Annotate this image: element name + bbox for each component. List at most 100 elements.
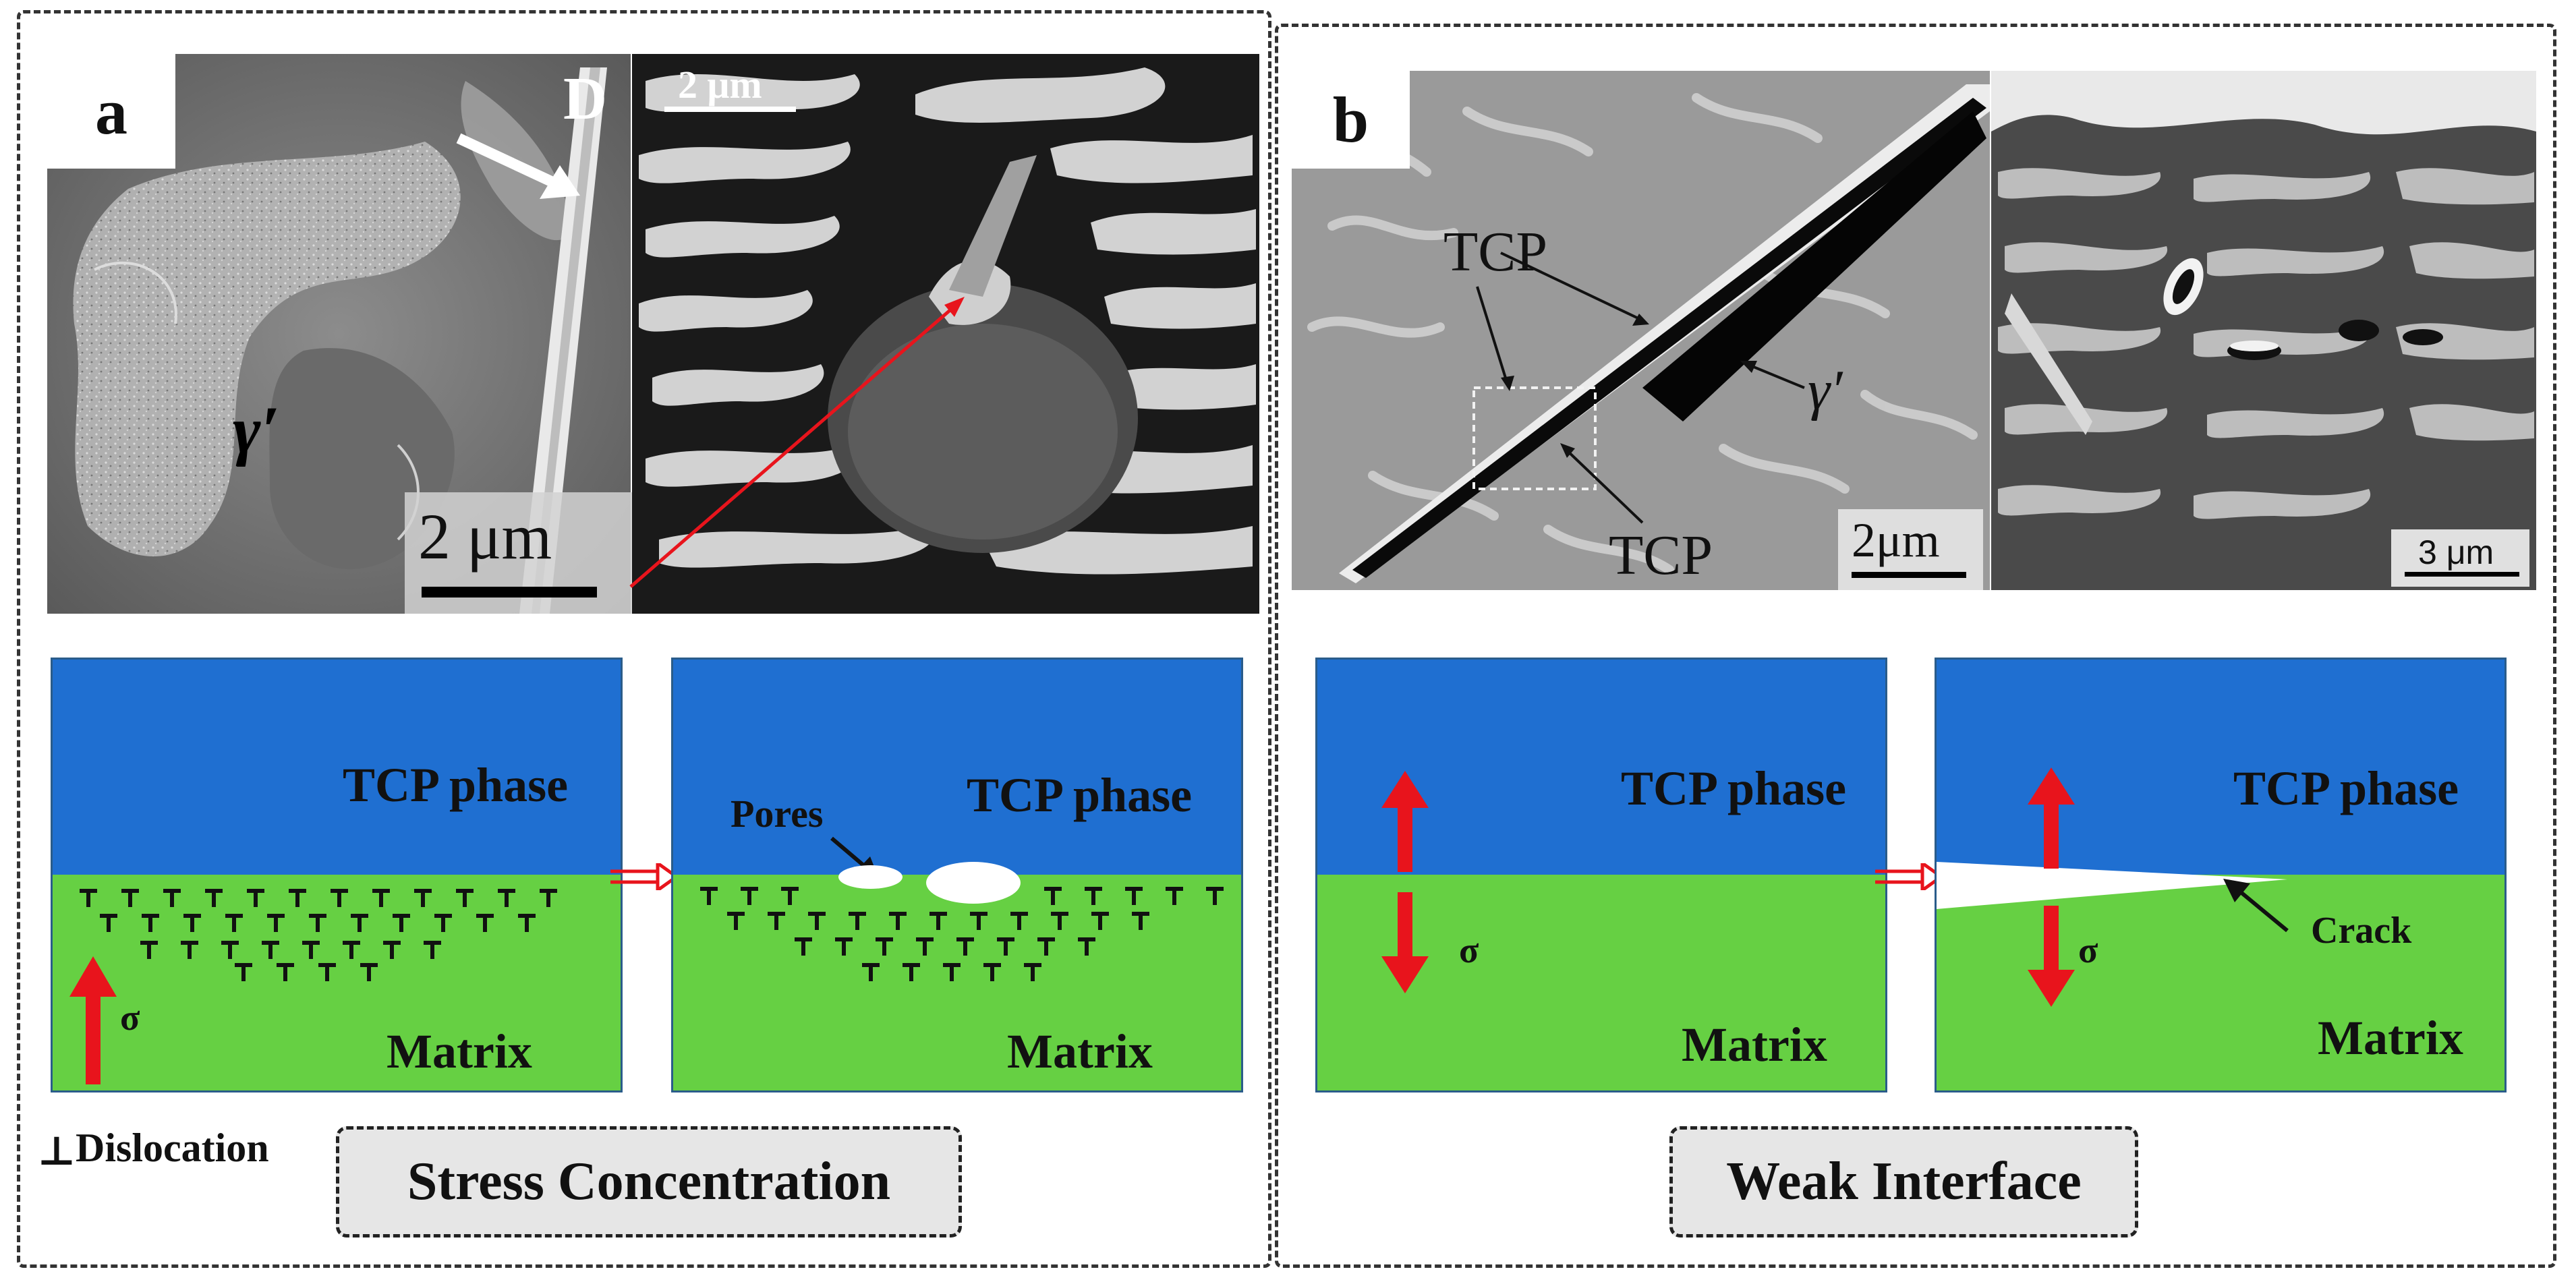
dislocation-symbol	[393, 914, 410, 932]
dislocation-symbol	[247, 889, 264, 907]
schematic-b2-stress-label: σ	[2078, 930, 2098, 970]
white-arrow-icon	[456, 133, 580, 199]
dislocation-symbol	[498, 889, 515, 907]
sem-scale-bar-a-right	[664, 107, 796, 112]
transfer-arrow-icon-b	[1875, 863, 1943, 890]
crack-wedge	[1937, 862, 2287, 909]
transfer-arrow-icon-a	[610, 863, 678, 890]
dislocation-symbol	[434, 914, 452, 932]
schematic-a1-bottom-label: Matrix	[387, 1024, 532, 1078]
dislocation-symbol	[289, 889, 306, 907]
dislocation-symbol	[1037, 937, 1055, 956]
dislocation-symbol	[700, 887, 718, 905]
dislocation-symbol	[476, 914, 494, 932]
sem-scale-text-b: 2μm	[1852, 513, 1940, 567]
sem-image-b-right	[1991, 71, 2536, 590]
dislocation-symbol	[943, 963, 961, 981]
schematic-b2-top-label: TCP phase	[2233, 761, 2459, 815]
dislocation-legend-icon: ⊥	[37, 1129, 76, 1173]
dislocation-symbol	[142, 914, 159, 932]
dislocation-symbol	[456, 889, 474, 907]
pore-small	[838, 865, 903, 889]
dislocation-symbol	[903, 963, 920, 981]
dislocation-symbol	[741, 887, 758, 905]
red-pointer-line	[629, 297, 965, 588]
dislocation-symbol	[1125, 887, 1143, 905]
schematic-a1: TCP phase Matrix σ	[51, 658, 623, 1092]
dislocation-symbol	[225, 914, 243, 932]
schematic-a2: TCP phase Matrix Pores	[671, 658, 1243, 1092]
dislocation-symbol	[1132, 912, 1149, 930]
dislocation-symbol	[956, 937, 974, 956]
dislocation-symbol	[205, 889, 223, 907]
dislocation-symbol	[781, 887, 799, 905]
dislocation-symbol	[414, 889, 432, 907]
dislocation-symbol	[100, 914, 117, 932]
sem-scale-box-b-right	[2391, 529, 2529, 587]
sem-phase-label-a: γ′	[233, 392, 280, 467]
schematic-b1-stress-label: σ	[1459, 930, 1479, 970]
sem-scale-text-a: 2 μm	[418, 500, 552, 573]
panel-b-letter: b	[1292, 71, 1410, 169]
sem-b-pointer-lines	[1476, 252, 1805, 524]
stress-arrow-down-icon	[2028, 906, 2075, 1007]
caption-stress-concentration: Stress Concentration	[336, 1126, 962, 1237]
sem-corner-label: D	[563, 65, 607, 132]
dislocation-symbol	[835, 937, 853, 956]
sem-scale-text-b-right: 3 μm	[2418, 533, 2494, 571]
sem-scale-bar-a	[422, 587, 597, 598]
dislocation-symbol	[181, 941, 198, 959]
dislocation-symbol	[302, 941, 320, 959]
dislocation-legend-label: Dislocation	[76, 1126, 269, 1170]
dislocation-symbol	[849, 912, 866, 930]
dislocation-symbol	[424, 941, 441, 959]
dislocation-symbol	[372, 889, 390, 907]
panel-a-letter: a	[47, 54, 175, 169]
dislocation-field-a1	[80, 889, 557, 981]
panel-b-frame	[1275, 24, 2556, 1268]
dislocation-symbol	[1166, 887, 1183, 905]
dislocation-symbol	[876, 937, 893, 956]
schematic-b2-crack-label: Crack	[2311, 910, 2412, 952]
dislocation-symbol	[518, 914, 536, 932]
sem-scale-bar-b	[1852, 572, 1966, 578]
dislocation-symbol	[318, 963, 336, 981]
sem-phase-label-b: γ′	[1808, 359, 1843, 421]
schematic-b2: TCP phase Matrix σ Crack	[1935, 658, 2507, 1092]
dislocation-symbol	[163, 889, 181, 907]
dislocation-symbol	[1024, 963, 1041, 981]
schematic-a1-stress-label: σ	[120, 997, 140, 1038]
dislocation-symbol	[1010, 912, 1028, 930]
dislocation-symbol	[383, 941, 401, 959]
dislocation-symbol	[309, 914, 326, 932]
dislocation-symbol	[360, 963, 378, 981]
dislocation-symbol	[1044, 887, 1062, 905]
dislocation-symbol	[221, 941, 239, 959]
schematic-a1-top-label: TCP phase	[343, 758, 569, 812]
dislocation-symbol	[235, 963, 252, 981]
stress-arrow-up-icon	[1381, 771, 1429, 872]
dislocation-symbol	[808, 912, 826, 930]
schematic-a2-pores-label: Pores	[731, 792, 824, 836]
dislocation-symbol	[727, 912, 745, 930]
dislocation-symbol	[929, 912, 947, 930]
sem-tcp-label-1: TCP	[1443, 221, 1548, 283]
dislocation-symbol	[1206, 887, 1224, 905]
dislocation-symbol	[768, 912, 785, 930]
dislocation-symbol	[1085, 887, 1102, 905]
dislocation-symbol	[862, 963, 880, 981]
dislocation-field-a2	[700, 887, 1224, 981]
stress-arrow-up-icon	[69, 956, 117, 1084]
dislocation-symbol	[80, 889, 97, 907]
dislocation-symbol	[916, 937, 934, 956]
dislocation-symbol	[140, 941, 158, 959]
dislocation-symbol	[795, 937, 812, 956]
dislocation-symbol	[983, 963, 1001, 981]
sem-image-a-right	[632, 54, 1259, 614]
dislocation-symbol	[1051, 912, 1068, 930]
dislocation-symbol	[997, 937, 1014, 956]
dislocation-symbol	[540, 889, 557, 907]
stress-arrow-down-icon	[1381, 892, 1429, 993]
schematic-a2-bottom-label: Matrix	[1007, 1024, 1153, 1078]
schematic-b2-bottom-label: Matrix	[2318, 1011, 2463, 1065]
